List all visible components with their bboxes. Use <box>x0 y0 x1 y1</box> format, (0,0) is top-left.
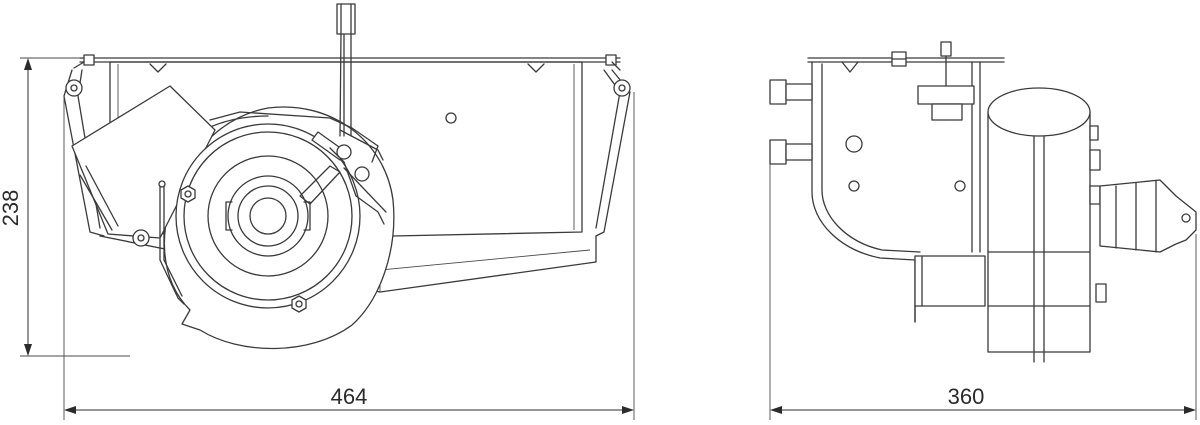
dimension-width-side <box>769 164 1197 420</box>
dimension-label-464: 464 <box>331 384 368 409</box>
side-motor <box>987 87 1107 363</box>
front-right-bracket <box>595 61 631 237</box>
cable-connector <box>336 3 356 137</box>
side-pipes <box>769 79 813 165</box>
dimension-label-360: 360 <box>948 384 985 409</box>
front-top-flange <box>79 54 621 66</box>
side-top-plate <box>807 51 1005 73</box>
side-gear-reducer <box>1099 179 1197 253</box>
motor-clamp <box>299 131 387 225</box>
dimension-width-front <box>63 92 635 420</box>
side-lower-bracket <box>914 255 986 323</box>
side-view <box>769 41 1197 363</box>
front-view <box>63 3 631 350</box>
side-clamp-bolt <box>917 41 975 121</box>
lever-link <box>132 180 185 305</box>
motor-face <box>175 123 361 313</box>
dimension-label-238: 238 <box>0 190 23 227</box>
dimension-height-front <box>20 57 130 357</box>
